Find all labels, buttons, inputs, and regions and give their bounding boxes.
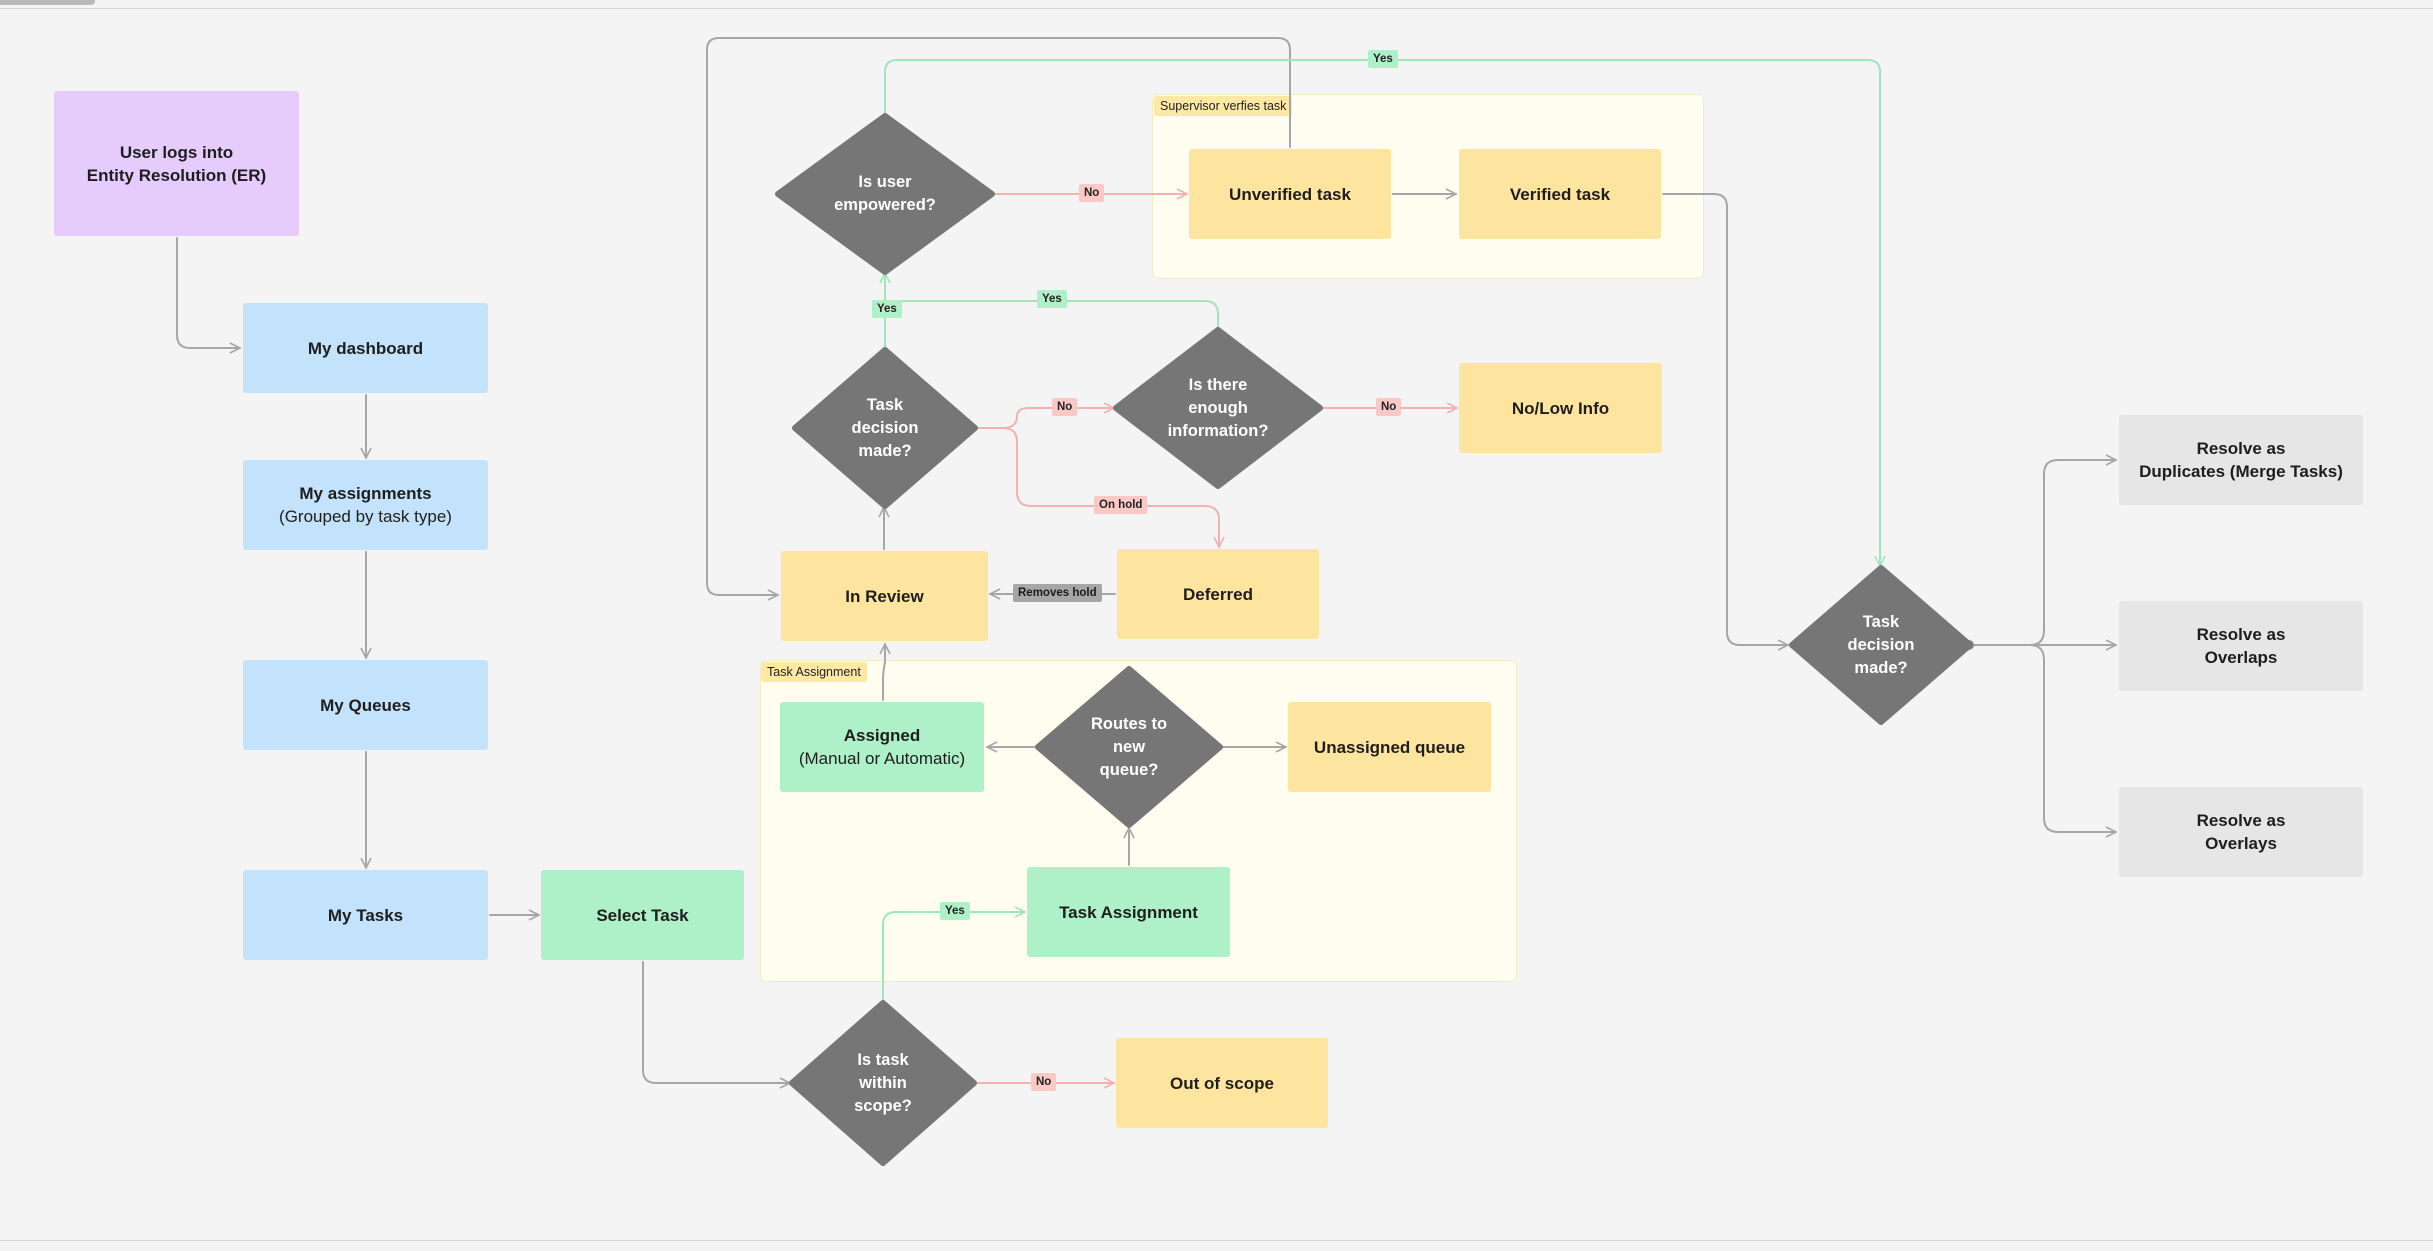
decision-task-decision-text: Task decision made? bbox=[851, 395, 919, 460]
resolve-duplicates-line-2: Duplicates (Merge Tasks) bbox=[2139, 462, 2343, 481]
tasks-label: My Tasks bbox=[327, 905, 404, 925]
select-task-label: Select Task bbox=[596, 905, 689, 925]
label-empowered-yes: Yes bbox=[1368, 50, 1398, 68]
no-low-info-node[interactable]: No/Low Info bbox=[1459, 363, 1662, 453]
resolve-overlaps-line-1: Resolve as bbox=[2196, 625, 2286, 644]
label-empowered-no: No bbox=[1079, 184, 1105, 202]
task-assignment-node[interactable]: Task Assignment bbox=[1027, 867, 1230, 957]
resolve-overlaps-line-2: Overlaps bbox=[2204, 648, 2278, 667]
decision-final-shape bbox=[1789, 565, 1973, 725]
verified-task-node[interactable]: Verified task bbox=[1459, 149, 1661, 239]
label-decision-no: No bbox=[1052, 398, 1078, 416]
decision-routes-shape bbox=[1035, 666, 1223, 828]
dashboard-node[interactable]: My dashboard bbox=[243, 303, 488, 393]
decision-enough-info[interactable]: Is there enough information? bbox=[1116, 330, 1320, 486]
resolve-duplicates-node[interactable]: Resolve as Duplicates (Merge Tasks) bbox=[2119, 415, 2363, 505]
decision-enough-info-text: Is there enough information? bbox=[1167, 375, 1269, 440]
top-divider bbox=[0, 8, 2433, 9]
decision-in-scope[interactable]: Is task within scope? bbox=[792, 1003, 974, 1163]
assigned-node[interactable]: Assigned (Manual or Automatic) bbox=[780, 702, 984, 792]
out-of-scope-label: Out of scope bbox=[1170, 1073, 1274, 1093]
task-assignment-label: Task Assignment bbox=[1059, 902, 1198, 922]
bottom-divider bbox=[0, 1240, 2433, 1241]
decision-routes[interactable]: Routes to new queue? bbox=[1038, 669, 1220, 825]
edge-assigned-inreview bbox=[883, 643, 885, 701]
unassigned-queue-label: Unassigned queue bbox=[1313, 737, 1466, 757]
edge-scope-yes bbox=[882, 912, 1026, 1004]
edge-verified-final bbox=[1662, 193, 1789, 645]
decision-task-decision[interactable]: Task decision made? bbox=[795, 350, 975, 506]
label-info-no: No bbox=[1376, 398, 1402, 416]
assignments-node[interactable]: My assignments (Grouped by task type) bbox=[243, 460, 488, 550]
deferred-node[interactable]: Deferred bbox=[1117, 549, 1319, 639]
login-node[interactable]: User logs into Entity Resolution (ER) bbox=[54, 91, 299, 236]
supervisor-group-tag: Supervisor verfies task bbox=[1154, 96, 1293, 116]
unverified-task-label: Unverified task bbox=[1229, 184, 1351, 204]
deferred-label: Deferred bbox=[1183, 584, 1253, 604]
assignments-title: My assignments bbox=[299, 484, 432, 503]
no-low-info-label: No/Low Info bbox=[1511, 398, 1610, 418]
resolve-overlays-line-1: Resolve as bbox=[2196, 811, 2286, 830]
assignment-group-tag: Task Assignment bbox=[761, 662, 867, 682]
toolbar-tab-stub bbox=[0, 0, 95, 5]
assigned-subtitle: (Manual or Automatic) bbox=[798, 749, 966, 768]
decision-final[interactable]: Task decision made? bbox=[1792, 568, 1970, 722]
label-scope-no: No bbox=[1031, 1073, 1057, 1091]
label-scope-yes: Yes bbox=[940, 902, 970, 920]
resolve-duplicates-line-1: Resolve as bbox=[2196, 439, 2286, 458]
in-review-label: In Review bbox=[845, 586, 924, 606]
decision-empowered[interactable]: Is user empowered? bbox=[778, 116, 992, 272]
edge-final-duplicates bbox=[1967, 460, 2117, 646]
decision-final-text: Task decision made? bbox=[1847, 612, 1915, 677]
edge-empowered-yes bbox=[884, 59, 1880, 567]
resolve-overlays-line-2: Overlays bbox=[2205, 834, 2277, 853]
decision-empowered-shape bbox=[775, 113, 995, 275]
decision-task-decision-shape bbox=[792, 347, 978, 509]
edge-unverified-loop bbox=[706, 37, 1291, 595]
label-decision-yes: Yes bbox=[872, 300, 902, 318]
login-line-1: User logs into bbox=[119, 142, 234, 162]
queues-node[interactable]: My Queues bbox=[243, 660, 488, 750]
label-removes-hold: Removes hold bbox=[1013, 584, 1102, 602]
assigned-title: Assigned bbox=[843, 726, 921, 745]
in-review-node[interactable]: In Review bbox=[781, 551, 988, 641]
edge-select-scope bbox=[642, 961, 791, 1083]
tasks-node[interactable]: My Tasks bbox=[243, 870, 488, 960]
queues-label: My Queues bbox=[320, 695, 411, 715]
edge-login-dashboard bbox=[176, 237, 241, 348]
label-info-yes: Yes bbox=[1037, 290, 1067, 308]
resolve-overlays-node[interactable]: Resolve as Overlays bbox=[2119, 787, 2363, 877]
decision-in-scope-text: Is task within scope? bbox=[854, 1050, 912, 1115]
label-on-hold: On hold bbox=[1094, 496, 1148, 514]
decision-empowered-text: Is user empowered? bbox=[834, 173, 936, 214]
dashboard-label: My dashboard bbox=[307, 338, 424, 358]
edge-decision-no bbox=[974, 408, 1115, 429]
decision-enough-info-shape bbox=[1113, 327, 1323, 489]
decision-in-scope-shape bbox=[789, 1000, 977, 1166]
login-line-2: Entity Resolution (ER) bbox=[86, 165, 267, 185]
select-task-node[interactable]: Select Task bbox=[541, 870, 744, 960]
unassigned-queue-node[interactable]: Unassigned queue bbox=[1288, 702, 1491, 792]
unverified-task-node[interactable]: Unverified task bbox=[1189, 149, 1391, 239]
edge-decision-onhold bbox=[1002, 427, 1219, 548]
assignments-subtitle: (Grouped by task type) bbox=[279, 507, 452, 526]
verified-task-label: Verified task bbox=[1509, 184, 1611, 204]
resolve-overlaps-node[interactable]: Resolve as Overlaps bbox=[2119, 601, 2363, 691]
out-of-scope-node[interactable]: Out of scope bbox=[1116, 1038, 1328, 1128]
decision-routes-text: Routes to new queue? bbox=[1090, 714, 1168, 779]
edge-final-overlays bbox=[2029, 644, 2117, 832]
